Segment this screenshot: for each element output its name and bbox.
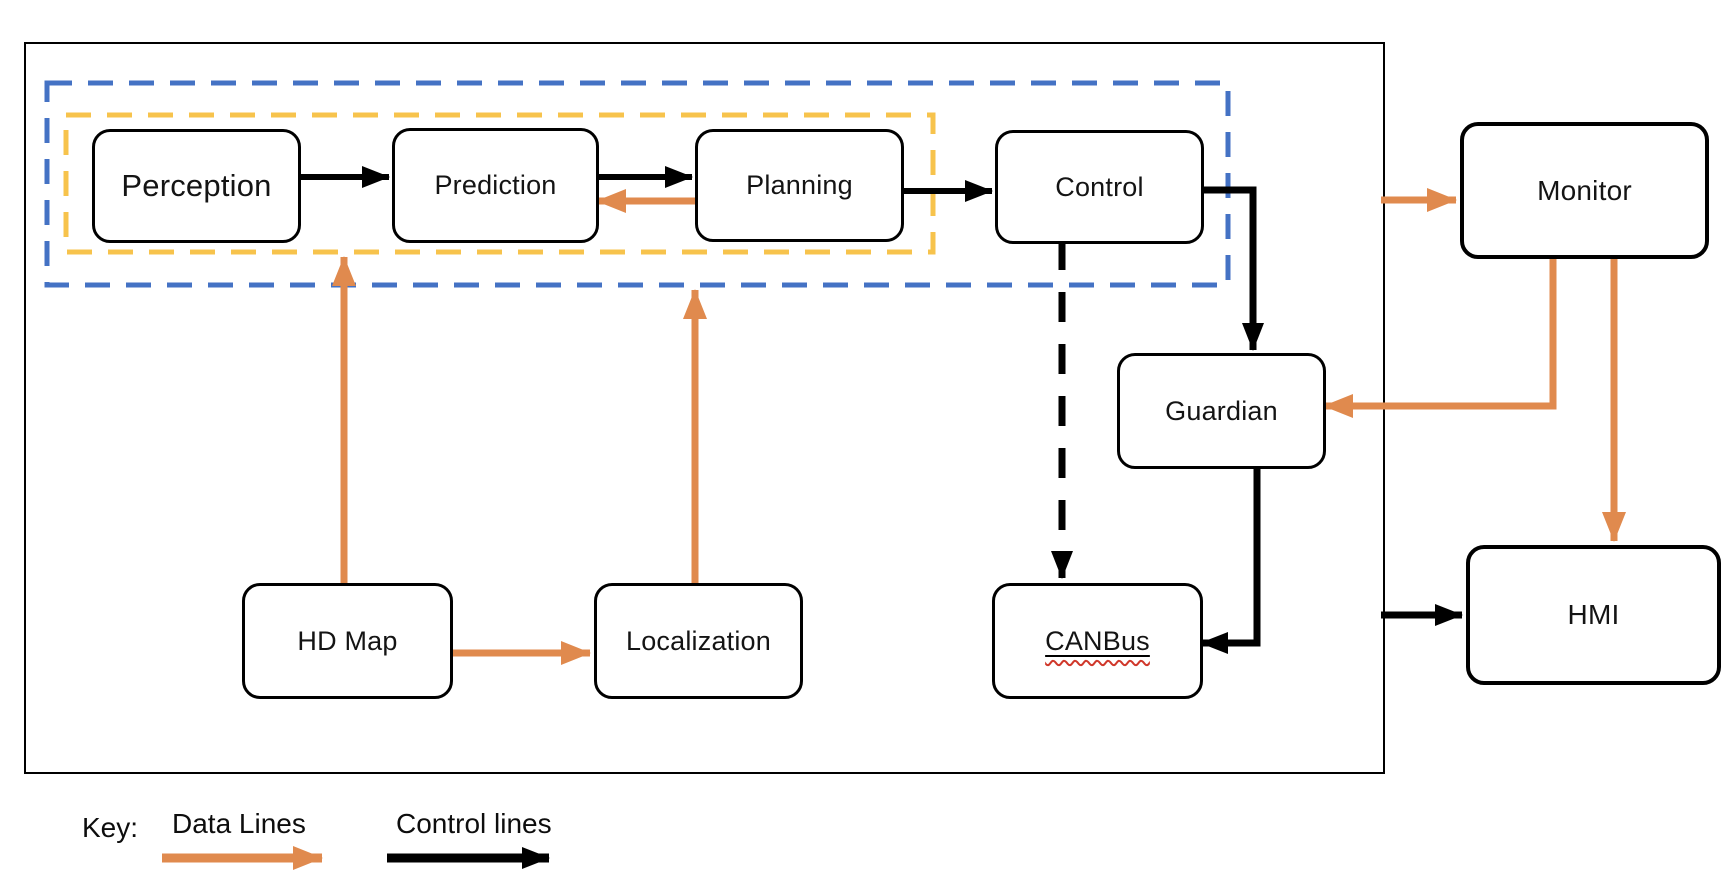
node-hd-map: HD Map [242, 583, 453, 699]
node-monitor: Monitor [1460, 122, 1709, 259]
node-guardian: Guardian [1117, 353, 1326, 469]
node-prediction: Prediction [392, 128, 599, 243]
node-planning: Planning [695, 129, 904, 242]
canbus-spellcheck-underline: CANBus [1045, 626, 1150, 657]
key-control-lines-label: Control lines [396, 808, 552, 839]
node-perception: Perception [92, 129, 301, 243]
node-control: Control [995, 130, 1204, 244]
key-data-lines-label: Data Lines [172, 808, 306, 839]
key-title: Key: [82, 812, 139, 843]
node-hmi: HMI [1466, 545, 1721, 685]
node-localization: Localization [594, 583, 803, 699]
node-canbus-label: CANBus [1045, 625, 1150, 656]
node-canbus: CANBus [992, 583, 1203, 699]
